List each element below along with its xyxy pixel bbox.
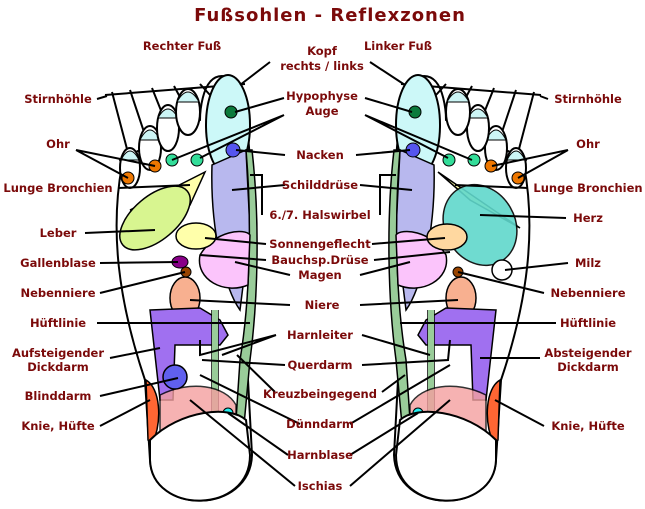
labels: Rechter Fuß Linker Fuß Kopf rechts / lin… bbox=[3, 39, 642, 493]
label-dickdarm-right: Dickdarm bbox=[557, 360, 619, 374]
right-foot-title: Rechter Fuß bbox=[143, 39, 221, 53]
label-harnblase: Harnblase bbox=[287, 448, 353, 462]
label-nebenniere-right: Nebenniere bbox=[550, 286, 625, 300]
label-aufsteigender: Aufsteigender bbox=[12, 346, 104, 360]
solar-plexus-zone-left bbox=[426, 223, 468, 251]
label-blinddarm: Blinddarm bbox=[25, 389, 92, 403]
label-knie-right: Knie, Hüfte bbox=[551, 419, 625, 433]
label-hueftlinie-left: Hüftlinie bbox=[30, 316, 86, 330]
label-magen: Magen bbox=[298, 268, 341, 282]
label-stirnhoehle-right: Stirnhöhle bbox=[554, 92, 622, 106]
label-lunge-left: Lunge Bronchien bbox=[3, 181, 112, 195]
label-harnleiter: Harnleiter bbox=[287, 328, 353, 342]
label-knie-left: Knie, Hüfte bbox=[21, 419, 95, 433]
label-hueftlinie-right: Hüftlinie bbox=[560, 316, 616, 330]
label-bauchspeicheldruese: Bauchsp.Drüse bbox=[271, 253, 368, 267]
label-nacken: Nacken bbox=[296, 148, 344, 162]
label-milz: Milz bbox=[575, 256, 601, 270]
label-ohr-left: Ohr bbox=[46, 137, 70, 151]
label-niere: Niere bbox=[305, 298, 340, 312]
label-schilddruese: Schilddrüse bbox=[282, 178, 358, 192]
label-auge: Auge bbox=[305, 104, 338, 118]
diagram-title: Fußsohlen - Reflexzonen bbox=[194, 5, 466, 26]
label-hypophyse: Hypophyse bbox=[286, 89, 358, 103]
label-duenndarm: Dünndarm bbox=[286, 417, 354, 431]
label-kreuzbein: Kreuzbeingegend bbox=[263, 387, 377, 401]
label-ohr-right: Ohr bbox=[576, 137, 600, 151]
label-leber: Leber bbox=[40, 226, 77, 240]
label-lunge-right: Lunge Bronchien bbox=[533, 181, 642, 195]
label-halswirbel: 6./7. Halswirbel bbox=[269, 208, 370, 222]
label-stirnhoehle-left: Stirnhöhle bbox=[24, 92, 92, 106]
label-kopf-2: rechts / links bbox=[280, 59, 364, 73]
liver-zone bbox=[119, 185, 191, 251]
label-kopf: Kopf bbox=[307, 44, 338, 58]
label-ischias: Ischias bbox=[298, 479, 343, 493]
solar-plexus-zone-right bbox=[175, 222, 217, 250]
label-herz: Herz bbox=[573, 211, 603, 225]
label-absteigender: Absteigender bbox=[544, 346, 631, 360]
label-nebenniere-left: Nebenniere bbox=[20, 286, 95, 300]
leader-lines bbox=[75, 61, 569, 487]
label-dickdarm-left: Dickdarm bbox=[27, 360, 89, 374]
label-querdarm: Querdarm bbox=[287, 358, 352, 372]
left-foot-title: Linker Fuß bbox=[364, 39, 432, 53]
label-sonnengeflecht: Sonnengeflecht bbox=[269, 237, 371, 251]
label-gallenblase: Gallenblase bbox=[20, 256, 96, 270]
